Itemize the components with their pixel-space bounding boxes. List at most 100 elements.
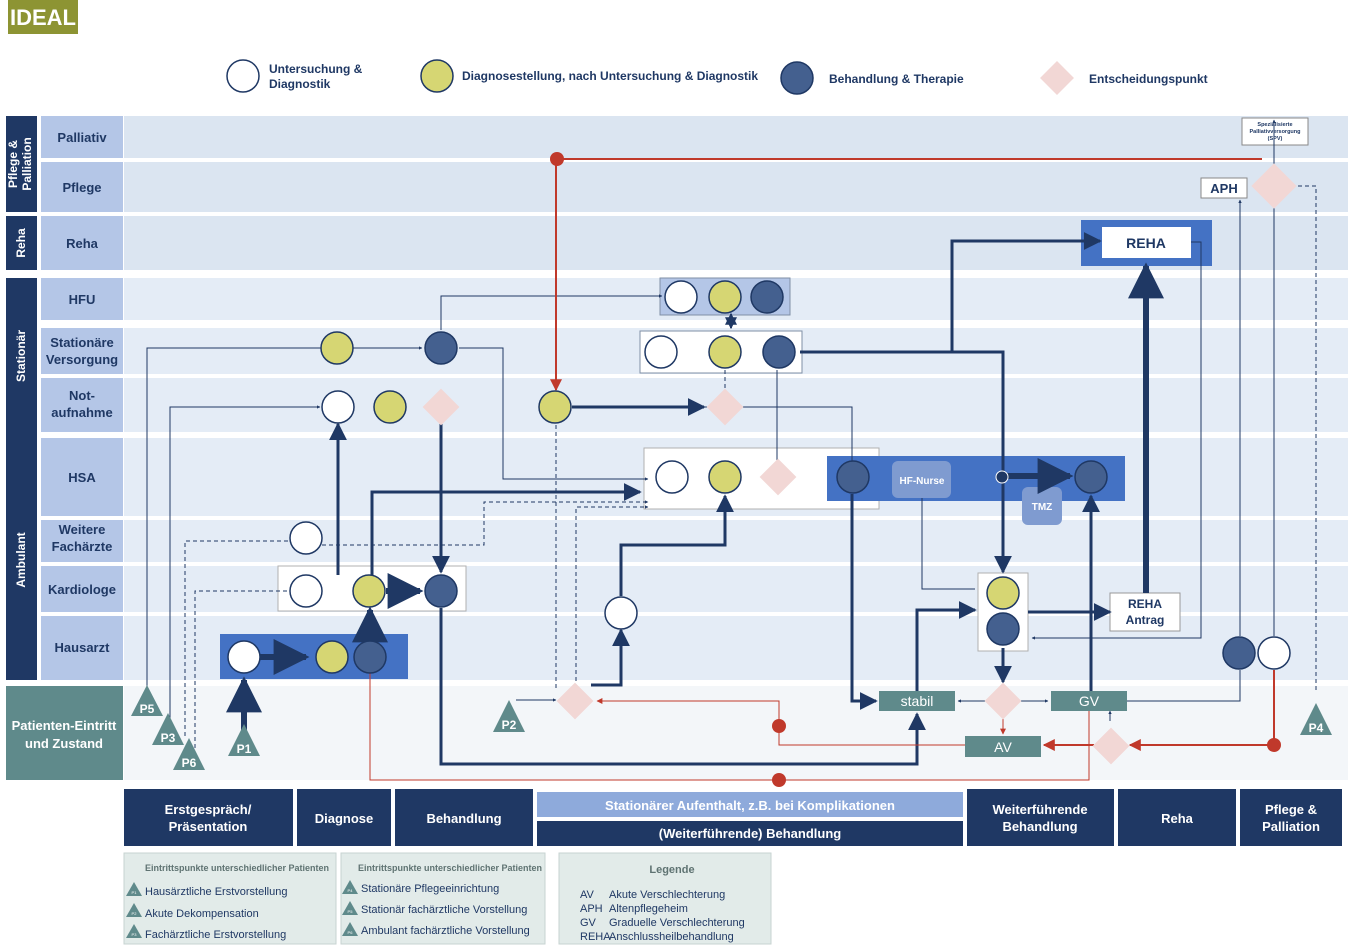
ideal-badge: IDEAL	[8, 0, 78, 34]
group-reha: Reha	[14, 228, 28, 258]
node-examination	[655, 460, 689, 494]
treatment-icon	[780, 61, 814, 95]
svg-text:P4: P4	[1309, 721, 1324, 735]
row-hfu: HFU	[69, 292, 96, 307]
decision-point	[706, 388, 744, 426]
examination-icon	[226, 59, 260, 93]
node-diagnosis	[708, 460, 742, 494]
loop-icon	[550, 152, 564, 166]
phase-2: Diagnose	[315, 811, 374, 826]
node-examination	[227, 640, 261, 674]
node-examination	[664, 280, 698, 314]
row-hausarzt: Hausarzt	[55, 640, 111, 655]
row-stationaer-b: Versorgung	[46, 352, 118, 367]
reha-antrag-box	[1109, 592, 1181, 632]
node-diagnosis	[320, 331, 354, 365]
stabil-box	[879, 691, 955, 711]
node-examination	[289, 521, 323, 555]
phase-1b: Präsentation	[169, 819, 248, 834]
stabil-label: stabil	[901, 693, 934, 709]
loop-icon	[995, 470, 1009, 484]
group-pflege-a: Pflege &	[6, 140, 20, 188]
entry-p2	[493, 700, 525, 732]
loop-icon	[772, 773, 786, 787]
decision-point	[984, 682, 1022, 720]
svg-text:P2: P2	[502, 718, 517, 732]
node-examination	[1257, 636, 1291, 670]
svg-text:AV: AV	[580, 889, 595, 901]
decision-icon	[1040, 61, 1074, 95]
phase-3: Behandlung	[426, 811, 501, 826]
svg-text:APH: APH	[580, 903, 603, 915]
svg-text:Stationär fachärztliche Vorste: Stationär fachärztliche Vorstellung	[361, 904, 527, 916]
node-treatment	[986, 612, 1020, 646]
svg-text:Eintrittspunkte unterschiedlic: Eintrittspunkte unterschiedlicher Patien…	[145, 863, 329, 873]
aph-box	[1200, 177, 1248, 199]
aph-label: APH	[1210, 181, 1237, 196]
phase-5a: Weiterführende	[992, 802, 1087, 817]
node-examination	[289, 574, 323, 608]
entry-p4	[1300, 703, 1332, 735]
entry-p5	[131, 685, 163, 716]
reha-label: REHA	[1126, 235, 1166, 251]
row-reha: Reha	[66, 236, 99, 251]
node-diagnosis	[708, 335, 742, 369]
row-patient-b: und Zustand	[25, 736, 103, 751]
node-diagnosis	[538, 390, 572, 424]
node-treatment	[750, 280, 784, 314]
row-notaufnahme-b: aufnahme	[51, 405, 112, 420]
row-patient-a: Patienten-Eintritt	[12, 718, 117, 733]
node-diagnosis	[315, 640, 349, 674]
hf-nurse-box	[892, 461, 951, 498]
gv-box	[1051, 691, 1127, 711]
svg-text:P2: P2	[132, 911, 138, 916]
decision-point	[759, 458, 797, 496]
reha-antrag-b: Antrag	[1126, 613, 1165, 627]
svg-text:P1: P1	[132, 890, 138, 895]
phase-5b: Behandlung	[1002, 819, 1077, 834]
svg-text:REHA: REHA	[580, 931, 611, 943]
group-ambulant: Ambulant	[14, 532, 28, 587]
decision-point	[1092, 727, 1130, 765]
row-hsa: HSA	[68, 470, 96, 485]
spv-label-b: Palliativversorgung	[1249, 129, 1300, 135]
svg-text:Legende: Legende	[649, 864, 694, 876]
legend-examination: Untersuchung &	[269, 62, 363, 76]
row-labels: Palliativ Pflege Reha HFU Stationäre Ver…	[6, 116, 123, 780]
svg-text:P6: P6	[348, 930, 354, 935]
entry-p6	[173, 738, 205, 770]
svg-text:Ambulant fachärztliche Vorstel: Ambulant fachärztliche Vorstellung	[361, 925, 530, 937]
spv-label-c: (SPV)	[1268, 136, 1283, 142]
node-treatment	[1222, 636, 1256, 670]
reha-antrag-a: REHA	[1128, 597, 1162, 611]
phase-6: Reha	[1161, 811, 1194, 826]
svg-text:Hausärztliche Erstvorstellung: Hausärztliche Erstvorstellung	[145, 886, 287, 898]
svg-text:P3: P3	[161, 731, 176, 745]
decision-point	[422, 388, 460, 426]
svg-text:Akute Verschlechterung: Akute Verschlechterung	[609, 889, 725, 901]
phase-4-top: Stationärer Aufenthalt, z.B. bei Komplik…	[605, 798, 895, 813]
node-examination	[644, 335, 678, 369]
top-legend: Untersuchung & Diagnostik Diagnosestellu…	[226, 59, 1208, 95]
entry-p3	[152, 713, 184, 745]
phase-1a: Erstgespräch/	[165, 802, 252, 817]
decision-point	[1251, 163, 1297, 209]
legend-examination-2: Diagnostik	[269, 77, 331, 91]
node-treatment	[424, 574, 458, 608]
svg-text:Anschlussheilbehandlung: Anschlussheilbehandlung	[609, 931, 734, 943]
group-labels: Pflege & Palliation Reha Stationär Ambul…	[6, 116, 37, 680]
svg-text:P5: P5	[140, 702, 155, 716]
svg-text:Graduelle Verschlechterung: Graduelle Verschlechterung	[609, 917, 745, 929]
node-treatment	[424, 331, 458, 365]
av-box	[965, 736, 1041, 757]
loop-icon	[772, 719, 786, 733]
node-diagnosis	[352, 574, 386, 608]
tmz-box	[1022, 487, 1062, 525]
phase-7b: Palliation	[1262, 819, 1320, 834]
reha-box	[1102, 227, 1191, 258]
row-weitere-b: Fachärzte	[52, 539, 113, 554]
node-diagnosis	[708, 280, 742, 314]
phase-4-bottom: (Weiterführende) Behandlung	[659, 826, 842, 841]
legend-diagnosis: Diagnosestellung, nach Untersuchung & Di…	[462, 69, 758, 83]
group-stationaer: Stationär	[14, 330, 28, 382]
